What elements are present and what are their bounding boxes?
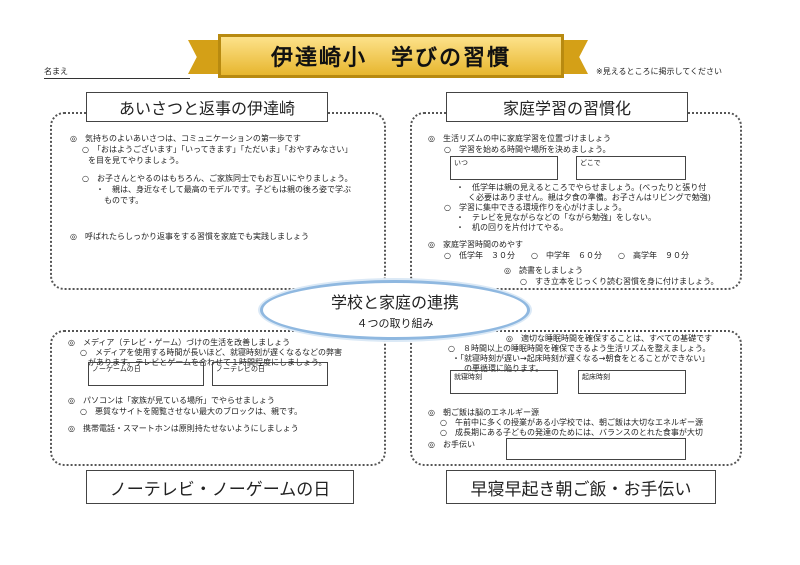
greeting-section-title: あいさつと返事の伊達崎 bbox=[86, 92, 328, 122]
q2-line: ・ 机の回りを片付けてやる。 bbox=[456, 223, 568, 232]
q3-line: ○ メディアを使用する時間が長いほど、就寝時刻が遅くなるなどの弊害 bbox=[80, 348, 343, 357]
q4-line: ・「就寝時刻が遅い→起床時刻が遅くなる→朝食をとることができない」 bbox=[452, 354, 710, 363]
q2-line: ○ 低学年 ３０分 ○ 中学年 ６０分 ○ 高学年 ９０分 bbox=[444, 251, 689, 260]
center-ellipse: 学校と家庭の連携 ４つの取り組み bbox=[260, 280, 530, 340]
title-banner: 伊達崎小 学びの習慣 bbox=[218, 34, 564, 78]
q2-line: ◎ 生活リズムの中に家庭学習を位置づけましょう bbox=[428, 134, 611, 143]
q2-line: く必要はありません。親は夕食の準備。お子さんはリビングで勉強) bbox=[468, 193, 711, 202]
bedtime-label: 就寝時刻 bbox=[454, 373, 482, 381]
q1-line: ○ お子さんとやるのはもちろん、ご家族同士でもお互いにやりましょう。 bbox=[82, 174, 353, 183]
center-title: 学校と家庭の連携 bbox=[330, 293, 459, 312]
media-section-title: ノーテレビ・ノーゲームの日 bbox=[86, 470, 354, 504]
q4-line: ◎ 適切な睡眠時間を確保することは、すべての基礎です bbox=[506, 334, 713, 343]
chores-box[interactable] bbox=[506, 438, 686, 460]
q3-line: ◎ パソコンは「家族が見ている場所」でやらせましょう bbox=[68, 396, 275, 405]
q1-line: ◎ 気持ちのよいあいさつは、コミュニケーションの第一歩です bbox=[70, 134, 301, 143]
study-where-box[interactable]: どこで bbox=[576, 156, 686, 180]
center-subtitle: ４つの取り組み bbox=[356, 317, 434, 330]
name-label: 名まえ bbox=[44, 67, 68, 76]
no-tv-day-label: ノーテレビの日 bbox=[216, 365, 265, 373]
media-section bbox=[50, 330, 386, 466]
q3-line: ◎ メディア（テレビ・ゲーム）づけの生活を改善しましょう bbox=[68, 338, 291, 347]
home-study-section-title: 家庭学習の習慣化 bbox=[446, 92, 688, 122]
name-line[interactable] bbox=[44, 78, 190, 79]
no-game-day-label: ノーゲームの日 bbox=[92, 365, 141, 373]
posting-note: ※見えるところに掲示してください bbox=[596, 67, 722, 76]
q1-line: ・ 親は、身近なそして最高のモデルです。子どもは親の後ろ姿で学ぶ bbox=[96, 185, 351, 194]
sleep-breakfast-section-title: 早寝早起き朝ご飯・お手伝い bbox=[446, 470, 716, 504]
no-tv-day-box[interactable]: ノーテレビの日 bbox=[212, 362, 328, 386]
q2-line: ◎ 家庭学習時間のめやす bbox=[428, 240, 523, 249]
wake-time-label: 起床時刻 bbox=[582, 373, 610, 381]
q2-line: ○ すき立本をじっくり読む習慣を身に付けましょう。 bbox=[520, 277, 719, 286]
q4-line: ◎ 朝ご飯は脳のエネルギー源 bbox=[428, 408, 539, 417]
q1-line: を目を見てやりましょう。 bbox=[88, 156, 184, 165]
q1-line: ○ 「おはようございます」「いってきます」「ただいま」「おやすみなさい」 bbox=[82, 145, 353, 154]
study-where-label: どこで bbox=[580, 159, 601, 167]
q3-line: ○ 悪質なサイトを閲覧させない最大のブロックは、親です。 bbox=[80, 407, 303, 416]
q2-line: ・ 低学年は親の見えるところでやらせましょう。(べったりと張り付 bbox=[456, 183, 707, 192]
q3-line: ◎ 携帯電話・スマートホンは原則持たせないようにしましょう bbox=[68, 424, 299, 433]
q1-line: ものです。 bbox=[104, 196, 144, 205]
q4-line: ○ 成長期にある子どもの発達のためには、バランスのとれた食事が大切 bbox=[440, 428, 703, 437]
q4-line: ◎ お手伝い bbox=[428, 440, 475, 449]
study-when-label: いつ bbox=[454, 159, 468, 167]
q3-line: があります。テレビとゲームを合わせて１時間程度にしましょう。 bbox=[88, 358, 327, 367]
wake-time-box[interactable]: 起床時刻 bbox=[578, 370, 686, 394]
study-when-box[interactable]: いつ bbox=[450, 156, 558, 180]
page-title: 伊達崎小 学びの習慣 bbox=[270, 46, 511, 71]
sleep-breakfast-section bbox=[410, 330, 742, 466]
q2-line: ・ テレビを見ながらなどの「ながら勉強」をしない。 bbox=[456, 213, 656, 222]
q2-line: ○ 学習に集中できる環境作りを心がけましょう。 bbox=[444, 203, 627, 212]
no-game-day-box[interactable]: ノーゲームの日 bbox=[88, 362, 204, 386]
q1-line: ◎ 呼ばれたらしっかり返事をする習慣を家庭でも実践しましょう bbox=[70, 232, 309, 241]
q4-line: ○ ８時間以上の睡眠時間を確保できるよう生活リズムを整えましょう。 bbox=[448, 344, 711, 353]
q2-line: ○ 学習を始める時間や場所を決めましょう。 bbox=[444, 145, 611, 154]
bedtime-box[interactable]: 就寝時刻 bbox=[450, 370, 558, 394]
q2-line: ◎ 読書をしましょう bbox=[504, 266, 583, 275]
q4-line: の悪循環に陥ります。 bbox=[464, 364, 544, 373]
q4-line: ○ 午前中に多くの授業がある小学校では、朝ご飯は大切なエネルギー源 bbox=[440, 418, 703, 427]
